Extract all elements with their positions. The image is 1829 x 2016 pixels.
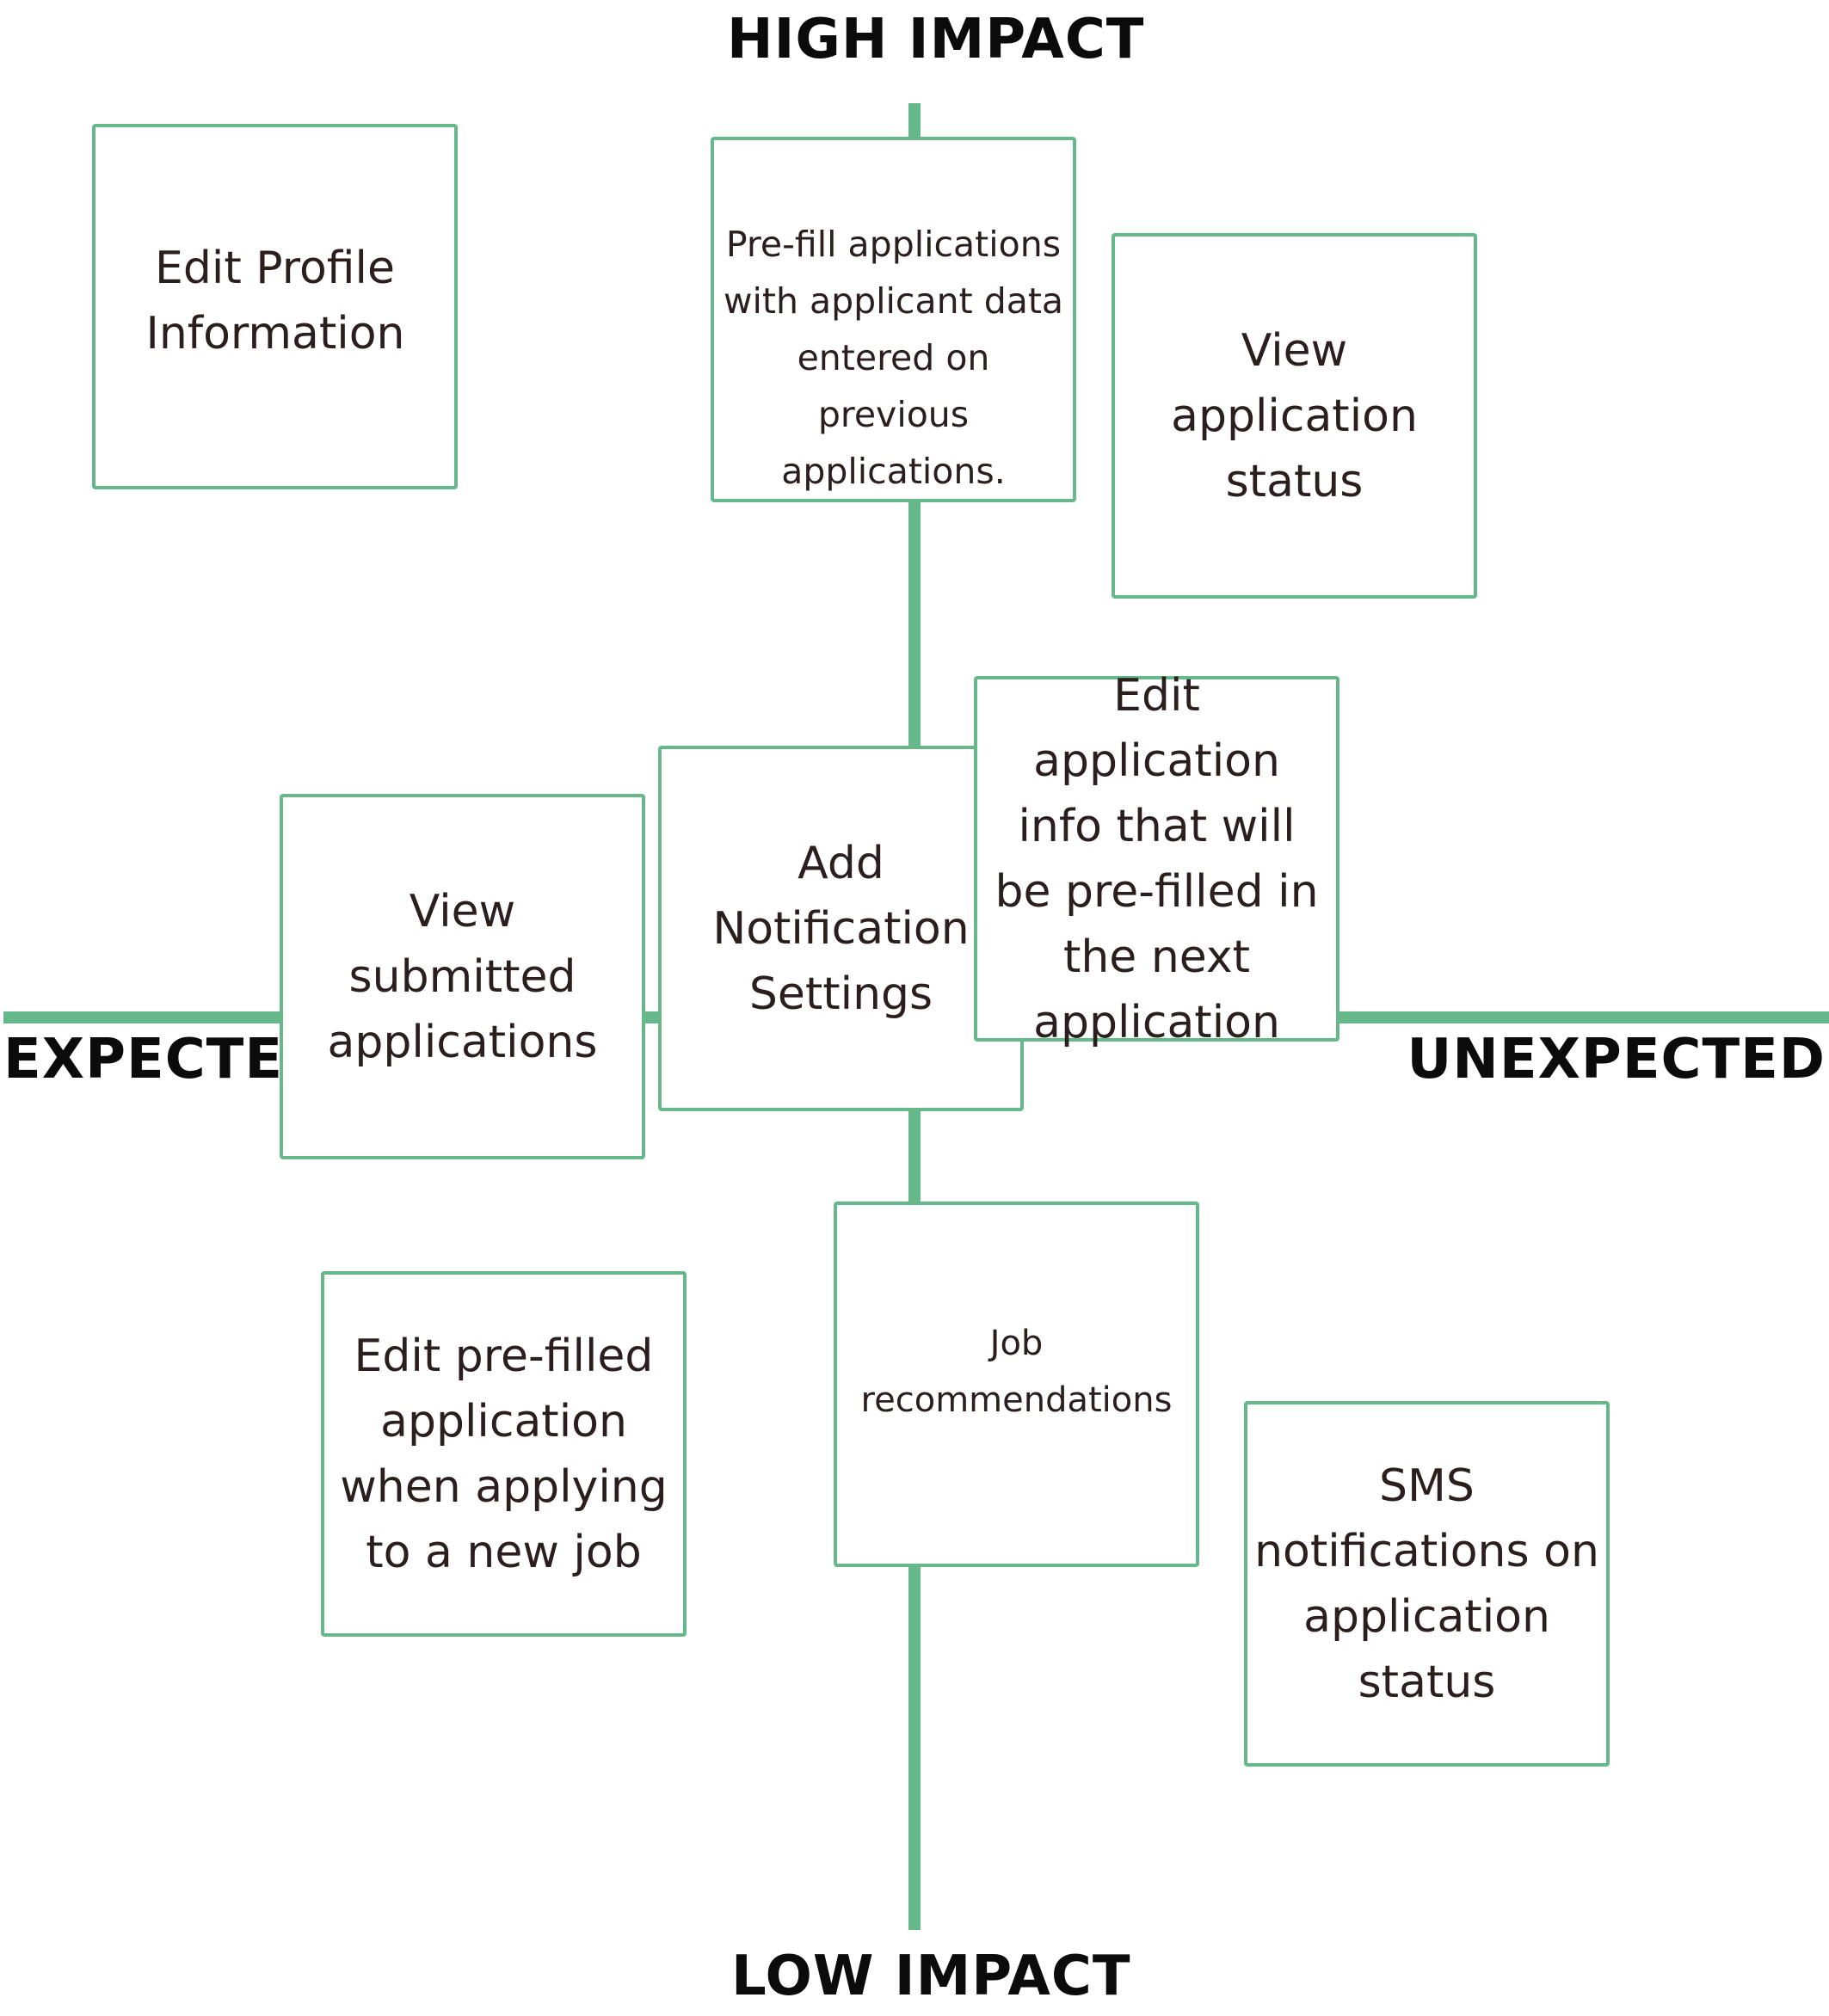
sticky-note-add-notification-settings[interactable]: Add Notification Settings <box>658 746 1024 1111</box>
sticky-note-sms-notifications[interactable]: SMS notifications on application status <box>1244 1401 1610 1767</box>
sticky-note-view-submitted-applications[interactable]: View submitted applications <box>280 794 645 1159</box>
sticky-note-prefill-applications[interactable]: Pre-fill applications with applicant dat… <box>711 137 1076 502</box>
sticky-note-text: View application status <box>1171 324 1418 507</box>
sticky-note-text: Edit application info that will be pre-f… <box>995 669 1319 1048</box>
sticky-note-edit-prefilled-application[interactable]: Edit pre-filled application when applyin… <box>321 1271 687 1637</box>
sticky-note-text: Edit Profile Information <box>145 243 405 360</box>
sticky-note-job-recommendations[interactable]: Job recommendations <box>834 1202 1199 1567</box>
sticky-note-text: View submitted applications <box>327 885 598 1068</box>
sticky-note-text: Add Notification Settings <box>712 837 970 1020</box>
sticky-note-text: SMS notifications on application status <box>1254 1460 1599 1708</box>
axis-label-expected: EXPECTED <box>3 1028 330 1091</box>
axis-label-low-impact: LOW IMPACT <box>731 1945 1131 2008</box>
sticky-note-view-application-status[interactable]: View application status <box>1112 233 1477 599</box>
sticky-note-text: Edit pre-filled application when applyin… <box>340 1330 668 1578</box>
axis-label-high-impact: HIGH IMPACT <box>727 8 1145 71</box>
sticky-note-text: Pre-fill applications with applicant dat… <box>723 224 1064 492</box>
sticky-note-edit-application-info[interactable]: Edit application info that will be pre-f… <box>974 670 1339 1048</box>
sticky-note-text: Job recommendations <box>860 1324 1173 1420</box>
axis-label-unexpected: UNEXPECTED <box>1407 1028 1826 1091</box>
sticky-note-edit-profile[interactable]: Edit Profile Information <box>92 124 458 489</box>
